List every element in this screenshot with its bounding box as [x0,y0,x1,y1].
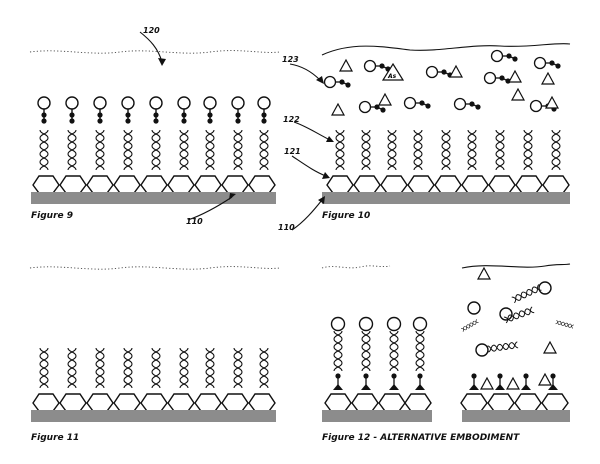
ref-110-fig9: 110 [186,217,203,226]
probe-circles [330,316,428,332]
substrate [31,410,276,422]
leader-110-fig9 [187,196,233,221]
sample-medium-boundary [29,50,281,54]
figure-9-caption: Figure 9 [31,211,73,221]
analyte-as-marker: As [381,62,405,81]
leader-110-fig10 [291,199,323,231]
arrowhead-110-fig9 [229,193,236,200]
surface-hexagons [326,175,570,194]
leader-122 [293,121,331,141]
substrate [462,410,570,422]
anchor-stubs [332,372,426,391]
ref-123: 123 [282,55,299,64]
figure-12-right-panel [460,263,575,422]
sample-medium-boundary [461,263,571,269]
figure-10-caption: Figure 10 [322,211,370,221]
figure-12-left-panel [321,265,432,422]
substrate [322,192,570,204]
tethered-helices [39,129,269,171]
substrate [31,192,276,204]
figure-9: 120 110 Figure 9 [29,26,281,226]
ref-122: 122 [283,115,300,124]
leader-120 [139,31,163,63]
ref-110-fig10: 110 [278,223,295,232]
figure-12: Figure 12 - ALTERNATIVE EMBODIMENT [321,263,575,443]
figure-11: Figure 11 [29,266,281,443]
free-probe-molecules [323,49,562,114]
released-probe-circles [467,281,552,357]
surface-hexagons [460,393,569,412]
analyte-triangles [477,267,557,354]
arrowhead-123 [316,76,324,84]
substrate [322,410,432,422]
analyte-label: As [387,73,397,80]
sample-medium-boundary [321,265,391,269]
arrowhead-121 [322,172,330,179]
figure-10: As 123 122 121 110 Figure 10 [278,43,571,232]
released-helices [460,284,575,353]
ref-120: 120 [143,26,160,35]
tethered-helices [39,347,269,389]
arrowhead-122 [326,136,334,142]
surface-hexagons [324,393,432,412]
ref-121: 121 [284,147,301,156]
figure-11-caption: Figure 11 [31,433,79,443]
figure-12-caption: Figure 12 - ALTERNATIVE EMBODIMENT [322,433,520,443]
captured-analyte-stubs [468,372,559,391]
arrowhead-120 [158,58,166,66]
surface-hexagons [32,393,276,412]
tethered-helices [335,129,561,171]
probe-molecules [37,96,271,125]
surface-hexagons [32,175,276,194]
leader-121 [291,155,327,177]
leader-123 [289,63,321,81]
sample-medium-boundary [29,266,281,270]
arrowhead-110-fig10 [318,196,325,204]
tethered-helices [333,330,425,372]
sample-medium-boundary [321,43,571,56]
